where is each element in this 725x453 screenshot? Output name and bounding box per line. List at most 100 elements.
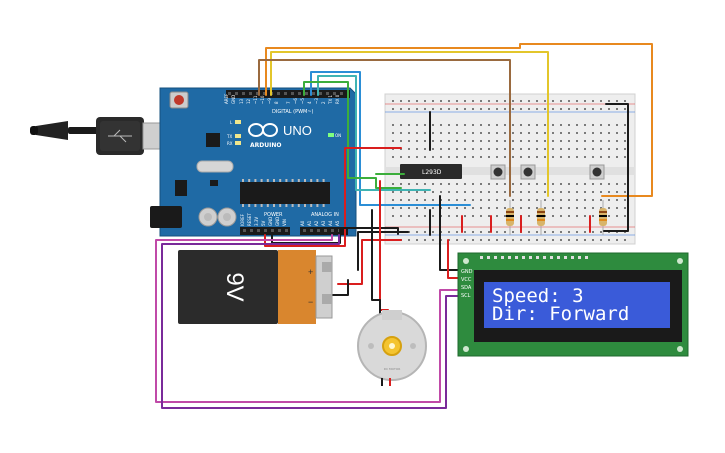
- breadboard-hole: [432, 140, 434, 142]
- breadboard-hole: [528, 100, 530, 102]
- breadboard-hole: [536, 140, 538, 142]
- breadboard-hole: [424, 199, 426, 201]
- breadboard-hole: [472, 183, 474, 185]
- resistor-3: [599, 200, 607, 235]
- dc-motor[interactable]: DC MOTOR: [357, 310, 427, 386]
- breadboard-hole: [608, 108, 610, 110]
- breadboard-hole: [576, 199, 578, 201]
- atmega328p-chip: [240, 182, 330, 204]
- breadboard-hole: [448, 183, 450, 185]
- breadboard-hole: [592, 215, 594, 217]
- lcd-header-pin: [487, 256, 490, 259]
- breadboard-hole: [392, 183, 394, 185]
- pin-label-3: ~3: [314, 98, 319, 104]
- breadboard-hole: [528, 199, 530, 201]
- header-pin-hole: [324, 229, 327, 232]
- breadboard-hole: [440, 132, 442, 134]
- breadboard-hole: [416, 132, 418, 134]
- breadboard-hole: [536, 183, 538, 185]
- pin-label-7: 7: [286, 101, 291, 104]
- breadboard-hole: [560, 215, 562, 217]
- lcd-header-pin: [522, 256, 525, 259]
- status-leds: L TX RX: [226, 120, 241, 146]
- breadboard-hole: [408, 108, 410, 110]
- breadboard-hole: [520, 156, 522, 158]
- push-button-1[interactable]: [490, 164, 506, 180]
- breadboard-hole: [392, 191, 394, 193]
- pin-label-5: ~5: [300, 98, 305, 104]
- wire-black-breadboard: [603, 103, 629, 232]
- battery-9v[interactable]: 9V + −: [178, 250, 333, 324]
- chip-pin: [304, 179, 306, 182]
- breadboard-hole: [408, 100, 410, 102]
- digital-pin-labels: AREF GND 13 12 ~11 ~10 ~9 8 7 ~6 ~5 4 ~3…: [224, 93, 340, 105]
- atmega16u2-chip: [206, 133, 220, 147]
- breadboard-hole: [616, 207, 618, 209]
- arduino-uno-board[interactable]: AREF GND 13 12 ~11 ~10 ~9 8 7 ~6 ~5 4 ~3…: [150, 87, 357, 237]
- chip-pin: [254, 204, 257, 207]
- breadboard-hole: [576, 183, 578, 185]
- breadboard-hole: [592, 108, 594, 110]
- reset-button-cap[interactable]: [174, 95, 184, 105]
- breadboard-hole: [440, 156, 442, 158]
- breadboard-hole: [520, 191, 522, 193]
- breadboard-hole: [544, 132, 546, 134]
- breadboard-hole: [568, 183, 570, 185]
- breadboard-hole: [608, 183, 610, 185]
- breadboard-hole: [536, 132, 538, 134]
- l293d-chip[interactable]: L293D: [400, 164, 462, 179]
- lcd-module[interactable]: Speed: 3 Dir: Forward GND VCC SDA SCL: [457, 252, 689, 357]
- breadboard-hole: [432, 207, 434, 209]
- on-led: [328, 133, 334, 137]
- icsp-header: [175, 180, 187, 196]
- breadboard-hole: [408, 140, 410, 142]
- breadboard-hole: [504, 231, 506, 233]
- breadboard-hole: [568, 156, 570, 158]
- breadboard-hole: [536, 108, 538, 110]
- l293d-label: L293D: [422, 169, 442, 176]
- breadboard-hole: [400, 191, 402, 193]
- breadboard-hole: [584, 231, 586, 233]
- header-pin-hole: [312, 92, 315, 95]
- wire-orange: [265, 43, 653, 197]
- breadboard-hole: [528, 183, 530, 185]
- pin-label-4: 4: [307, 101, 312, 104]
- push-button-3[interactable]: [589, 164, 605, 180]
- breadboard-hole: [560, 124, 562, 126]
- breadboard-hole: [448, 156, 450, 158]
- led-l: [235, 120, 241, 124]
- breadboard-hole: [544, 239, 546, 241]
- lcd-header-pin: [529, 256, 532, 259]
- dc-power-jack[interactable]: [150, 206, 182, 228]
- breadboard-hole: [496, 124, 498, 126]
- breadboard-hole: [456, 124, 458, 126]
- breadboard-hole: [560, 108, 562, 110]
- breadboard-hole: [520, 124, 522, 126]
- breadboard-hole: [472, 156, 474, 158]
- breadboard-hole: [616, 215, 618, 217]
- lcd-header-pin: [508, 256, 511, 259]
- usb-cable: [30, 117, 166, 155]
- header-pin-hole: [340, 92, 343, 95]
- breadboard-hole: [600, 191, 602, 193]
- lcd-header-pin: [550, 256, 553, 259]
- breadboard-hole: [472, 191, 474, 193]
- breadboard-hole: [456, 231, 458, 233]
- header-pin-hole: [331, 229, 334, 232]
- breadboard-hole: [536, 148, 538, 150]
- breadboard-hole: [440, 108, 442, 110]
- breadboard-hole: [496, 199, 498, 201]
- push-button-2[interactable]: [520, 164, 536, 180]
- breadboard-hole: [408, 191, 410, 193]
- breadboard-hole: [552, 231, 554, 233]
- breadboard-hole: [608, 132, 610, 134]
- breadboard-hole: [416, 108, 418, 110]
- breadboard-hole: [568, 239, 570, 241]
- breadboard-hole: [448, 132, 450, 134]
- wire-black-motor: [371, 209, 381, 323]
- breadboard-hole: [616, 148, 618, 150]
- breadboard-hole: [504, 215, 506, 217]
- breadboard-hole: [544, 199, 546, 201]
- breadboard-hole: [424, 108, 426, 110]
